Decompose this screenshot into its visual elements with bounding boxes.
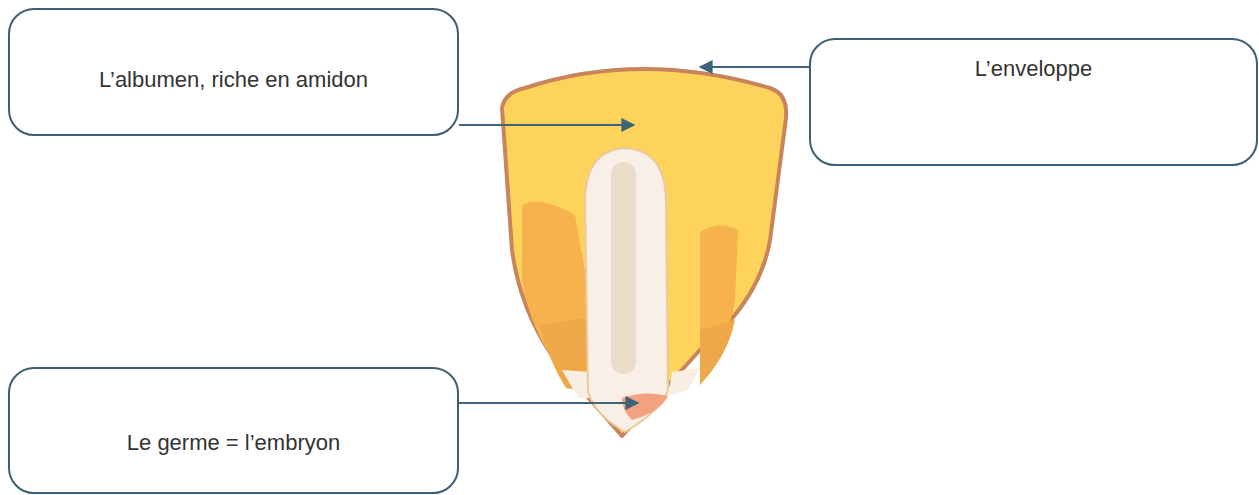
kernel-embryo xyxy=(622,393,668,420)
callout-box: Le germe = l’embryon xyxy=(8,367,459,494)
callout-label: Le germe = l’embryon xyxy=(10,430,457,456)
kernel-side-left xyxy=(522,202,590,395)
kernel-side-right xyxy=(700,225,738,385)
kernel-germ xyxy=(585,148,668,432)
callout-label: L’enveloppe xyxy=(811,56,1256,82)
callout-box: L’enveloppe xyxy=(809,38,1258,166)
leader-line xyxy=(459,124,634,126)
kernel-germ-axis xyxy=(611,162,636,374)
leader-line xyxy=(459,402,638,404)
callout-box: L’albumen, riche en amidon xyxy=(8,8,459,136)
kernel-side-right-lower xyxy=(700,320,735,385)
leader-line xyxy=(700,66,809,68)
kernel-base-right xyxy=(668,368,700,396)
callout-label: L’albumen, riche en amidon xyxy=(10,67,457,93)
